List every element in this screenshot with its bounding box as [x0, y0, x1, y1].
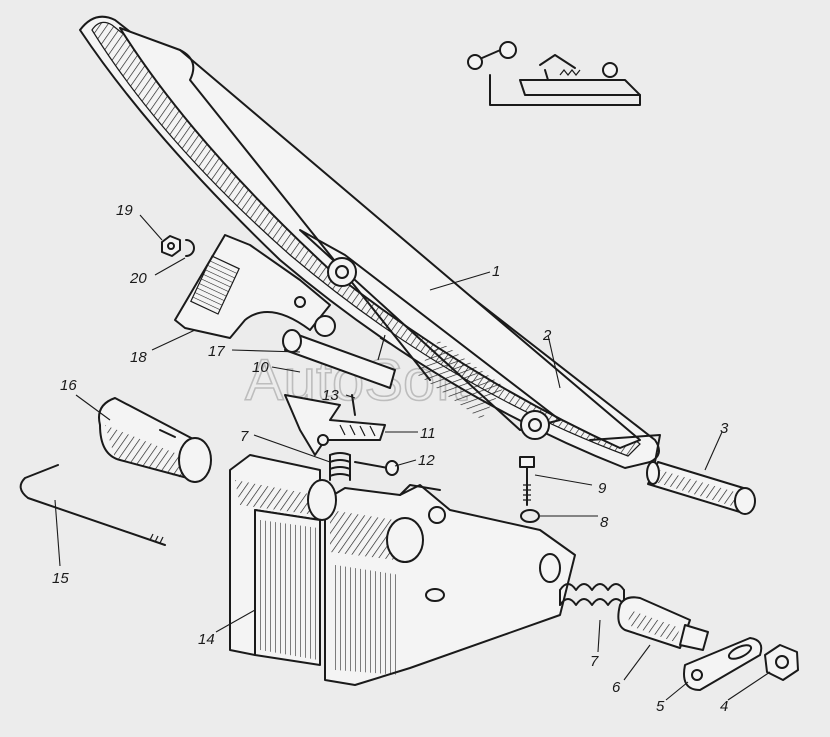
callout-16: 16 [60, 377, 77, 394]
hex-bolt [519, 456, 535, 506]
main-housing [229, 454, 576, 686]
inset-mechanism-sketch [467, 41, 641, 106]
bushing-cylinder [98, 397, 212, 483]
callout-1: 1 [492, 263, 500, 280]
leader-lines [54, 214, 771, 701]
l-shaped-pin [19, 464, 166, 546]
return-spring [559, 583, 625, 606]
callout-7-upper: 7 [240, 428, 249, 445]
callout-20: 20 [129, 270, 147, 287]
upper-spring [329, 452, 351, 481]
nut-washer-set [161, 235, 195, 257]
callout-9: 9 [598, 480, 607, 497]
hex-nut [764, 644, 799, 681]
callout-19: 19 [116, 202, 133, 219]
spring-washer [520, 509, 540, 523]
callout-8: 8 [600, 514, 609, 531]
stop-bracket [284, 394, 386, 456]
callout-10: 10 [252, 359, 269, 376]
callout-11: 11 [420, 425, 436, 442]
callout-5: 5 [656, 698, 665, 715]
pedal-lever [79, 15, 661, 469]
pivot-axle [282, 329, 396, 389]
callout-7-lower: 7 [590, 653, 599, 670]
callout-4: 4 [720, 698, 728, 715]
callout-12: 12 [418, 452, 435, 469]
small-bolt [354, 460, 399, 476]
callout-18: 18 [130, 349, 147, 366]
callout-15: 15 [52, 570, 69, 587]
callout-17: 17 [208, 343, 225, 360]
callout-14: 14 [198, 631, 215, 648]
callout-6: 6 [612, 679, 621, 696]
link-plate [683, 637, 763, 691]
stop-block [617, 596, 709, 651]
toothed-sector [174, 234, 336, 339]
tube-sleeve [646, 461, 756, 515]
callout-2: 2 [542, 327, 552, 344]
callout-3: 3 [720, 420, 729, 437]
callout-13: 13 [322, 387, 339, 404]
callout-labels: 1 2 3 4 5 6 7 7 8 9 10 11 12 13 14 15 16… [52, 202, 729, 715]
